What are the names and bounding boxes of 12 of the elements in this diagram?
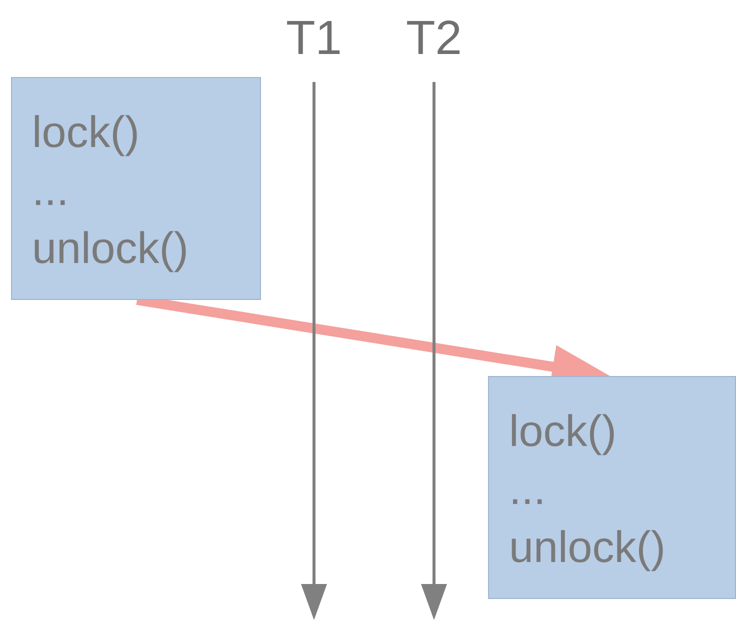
code-text: unlock() (509, 522, 666, 574)
thread-label: T2 (394, 8, 474, 70)
code-text: ... (32, 165, 69, 217)
timeline-arrow (301, 82, 327, 620)
code-text: ... (509, 464, 546, 516)
code-text: unlock() (32, 223, 188, 275)
thread-label: T1 (274, 8, 354, 70)
code-box (11, 77, 261, 300)
code-text: lock() (32, 107, 140, 159)
timeline-arrow (421, 82, 447, 620)
code-box (488, 376, 736, 599)
code-text: lock() (509, 406, 617, 458)
